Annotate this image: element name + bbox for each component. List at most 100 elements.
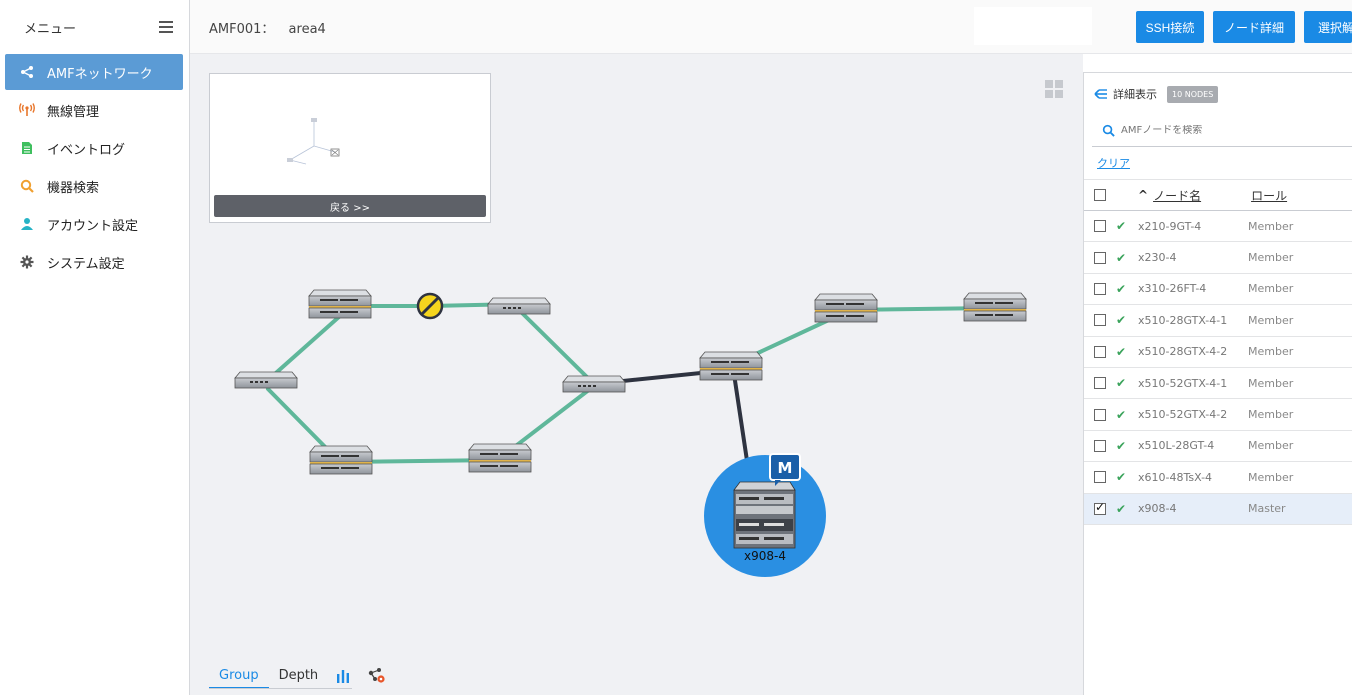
wireless-icon [19, 102, 35, 118]
row-checkbox[interactable] [1094, 408, 1106, 421]
node-role: Member [1248, 282, 1294, 296]
status-ok-icon: ✔ [1116, 313, 1127, 328]
row-checkbox[interactable] [1094, 471, 1106, 484]
node-name: x908-4 [1138, 502, 1177, 516]
sidebar-item-label: アカウント設定 [47, 218, 139, 234]
node-name: x210-9GT-4 [1138, 219, 1202, 233]
table-row[interactable]: ✔ x310-26FT-4 Member [1084, 274, 1352, 306]
sort-indicator: ^ [1138, 188, 1149, 202]
row-checkbox[interactable] [1094, 220, 1106, 233]
row-checkbox[interactable] [1094, 282, 1106, 295]
share-icon [19, 64, 35, 80]
status-ok-icon: ✔ [1116, 219, 1127, 234]
grid-view-icon[interactable] [1045, 80, 1063, 98]
breadcrumb: AMF001： area4 [209, 18, 326, 37]
status-ok-icon: ✔ [1116, 376, 1127, 391]
node-role: Member [1248, 408, 1294, 422]
sidebar-item-label: イベントログ [47, 142, 126, 158]
hamburger-icon[interactable] [159, 21, 173, 33]
node-detail-button[interactable]: ノード詳細 [1213, 11, 1295, 43]
master-badge [769, 453, 801, 486]
node-name: x510-52GTX-4-1 [1138, 376, 1228, 390]
column-role[interactable]: ロール [1251, 188, 1288, 203]
topbar: AMF001： area4 SSH接続 ノード詳細 選択解 [190, 0, 1352, 54]
collapse-arrow-icon[interactable] [1094, 88, 1108, 100]
status-ok-icon: ✔ [1116, 470, 1127, 485]
tab-depth[interactable]: Depth [278, 668, 319, 683]
blocked-link-icon [416, 292, 444, 320]
row-checkbox[interactable] [1094, 500, 1106, 515]
master-node-label: x908-4 [744, 549, 786, 563]
ssh-connect-button[interactable]: SSH接続 [1136, 11, 1204, 43]
master-badge-label: M [777, 459, 793, 477]
minimap-graph [287, 118, 340, 165]
back-button[interactable]: 戻る >> [214, 195, 486, 217]
search-icon [19, 178, 35, 194]
table-row[interactable]: ✔ x510L-28GT-4 Member [1084, 431, 1352, 463]
minimap[interactable]: 戻る >> [209, 73, 491, 223]
node-name: x610-48TsX-4 [1138, 470, 1213, 484]
row-checkbox[interactable] [1094, 439, 1106, 452]
deselect-button[interactable]: 選択解 [1304, 11, 1352, 43]
node-role: Member [1248, 376, 1294, 390]
status-ok-icon: ✔ [1116, 281, 1127, 296]
topology-graph [234, 289, 1027, 577]
table-row[interactable]: ✔ x510-52GTX-4-1 Member [1084, 368, 1352, 400]
select-all-checkbox[interactable] [1094, 189, 1106, 201]
node-name: x310-26FT-4 [1138, 282, 1207, 296]
node-count-badge: 10 NODES [1167, 85, 1219, 103]
row-checkbox[interactable] [1094, 345, 1106, 358]
master-device [733, 481, 796, 549]
network-settings-icon[interactable] [358, 663, 386, 689]
table-header: ^ ノード名 ロール [1084, 179, 1352, 211]
status-ok-icon: ✔ [1116, 438, 1127, 453]
node-search-input[interactable] [1121, 125, 1321, 136]
sidebar-item-account-settings[interactable]: アカウント設定 [5, 206, 183, 242]
row-checkbox[interactable] [1094, 377, 1106, 390]
node-role: Member [1248, 470, 1294, 484]
bar-chart-icon[interactable] [328, 663, 358, 689]
document-icon [19, 140, 35, 156]
sidebar-item-device-search[interactable]: 機器検索 [5, 168, 183, 204]
network-map[interactable]: 戻る >> [190, 54, 1083, 695]
gear-icon [19, 254, 35, 270]
table-row[interactable]: ✔ x610-48TsX-4 Member [1084, 462, 1352, 494]
node-role: Member [1248, 439, 1294, 453]
node-name: x510-52GTX-4-2 [1138, 408, 1228, 422]
panel-title: 詳細表示 [1113, 88, 1157, 101]
sidebar-item-label: システム設定 [47, 256, 125, 272]
panel-header: 詳細表示 10 NODES [1084, 73, 1352, 115]
status-ok-icon: ✔ [1116, 250, 1127, 265]
sidebar-item-system-settings[interactable]: システム設定 [5, 244, 183, 280]
view-tabs: Group Depth [209, 663, 386, 689]
sidebar-title: メニュー [24, 21, 77, 37]
sidebar-item-amf-network[interactable]: AMFネットワーク [5, 54, 183, 90]
node-role: Member [1248, 219, 1294, 233]
status-ok-icon: ✔ [1116, 501, 1127, 516]
column-node-name[interactable]: ノード名 [1153, 188, 1202, 203]
clear-link[interactable]: クリア [1097, 157, 1130, 170]
tab-group[interactable]: Group [209, 663, 269, 689]
user-icon [19, 216, 35, 232]
row-checkbox[interactable] [1094, 314, 1106, 327]
search-icon [1102, 124, 1115, 137]
node-name: x510-28GTX-4-1 [1138, 313, 1228, 327]
sidebar-item-label: AMFネットワーク [47, 66, 153, 82]
sidebar-item-wireless[interactable]: 無線管理 [5, 92, 183, 128]
table-row[interactable]: ✔ x510-52GTX-4-2 Member [1084, 399, 1352, 431]
sidebar-item-label: 無線管理 [47, 104, 100, 120]
node-name: x510L-28GT-4 [1138, 439, 1215, 453]
status-ok-icon: ✔ [1116, 407, 1127, 422]
sidebar: メニュー AMFネットワーク 無線管理 イベントログ 機器検索 [0, 0, 190, 695]
row-checkbox[interactable] [1094, 251, 1106, 264]
breadcrumb-prefix: AMF001： [209, 22, 275, 37]
sidebar-item-event-log[interactable]: イベントログ [5, 130, 183, 166]
green-links [266, 302, 995, 464]
detail-panel: 詳細表示 10 NODES クリア ^ ノード名 ロール ✔ x210-9GT-4… [1083, 72, 1352, 695]
table-row[interactable]: ✔ x210-9GT-4 Member [1084, 211, 1352, 243]
